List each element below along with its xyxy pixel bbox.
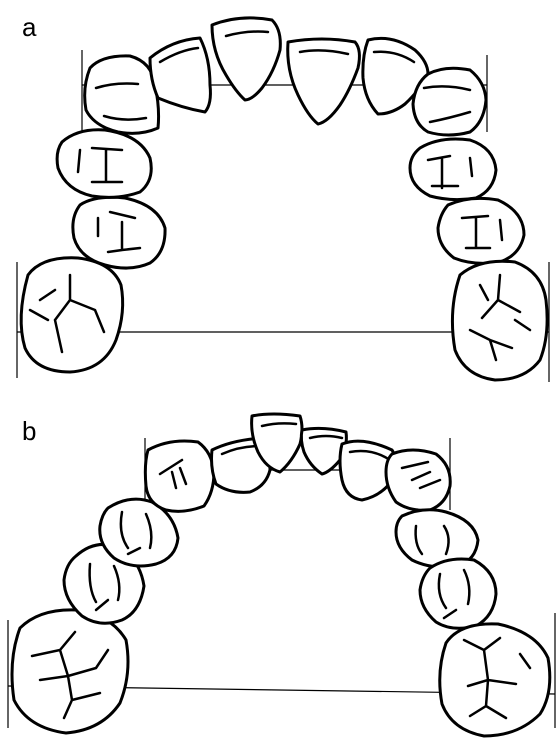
tooth-right-canine bbox=[411, 66, 488, 137]
canine-groove bbox=[158, 458, 188, 490]
tooth-left-canine bbox=[83, 54, 161, 135]
panel-a: a bbox=[16, 12, 550, 382]
premolar-groove bbox=[88, 562, 121, 612]
tooth-left-molar bbox=[19, 256, 125, 374]
premolar-groove bbox=[426, 154, 474, 190]
tooth-right-premolar-1 bbox=[408, 137, 498, 202]
tooth-right-central-incisor bbox=[299, 426, 348, 476]
dental-arch-narrow-diagram bbox=[7, 412, 556, 738]
canine-groove bbox=[94, 82, 148, 121]
tooth-right-premolar-2 bbox=[436, 196, 526, 265]
incisor-groove bbox=[224, 30, 270, 38]
tooth-left-lateral-incisor bbox=[148, 36, 212, 114]
canine-groove bbox=[400, 460, 442, 490]
incisor-groove bbox=[158, 46, 200, 64]
incisor-groove bbox=[298, 49, 350, 56]
tooth-left-premolar-2 bbox=[71, 195, 167, 270]
premolar-groove bbox=[96, 210, 142, 254]
tooth-right-molar bbox=[450, 259, 549, 382]
panel-b: b bbox=[0, 388, 557, 741]
panel-a-label: a bbox=[22, 12, 37, 42]
premolar-groove bbox=[76, 146, 124, 184]
incisor-groove bbox=[260, 422, 298, 428]
tooth-left-molar bbox=[10, 608, 130, 735]
panel-b-label: b bbox=[22, 416, 37, 446]
incisor-groove bbox=[372, 50, 416, 64]
incisor-groove bbox=[308, 434, 344, 440]
premolar-groove bbox=[414, 524, 450, 556]
incisor-groove bbox=[348, 449, 392, 462]
tooth-right-premolar-2 bbox=[418, 557, 498, 630]
tooth-right-central-incisor bbox=[286, 37, 361, 126]
tooth-right-lateral-incisor bbox=[361, 36, 430, 116]
premolar-groove bbox=[437, 568, 471, 620]
tooth-left-central-incisor bbox=[250, 412, 304, 474]
tooth-left-canine bbox=[143, 439, 216, 513]
molar-groove bbox=[462, 636, 532, 720]
premolar-groove bbox=[460, 214, 504, 250]
tooth-left-premolar-1 bbox=[55, 128, 153, 199]
molar-groove bbox=[468, 273, 532, 362]
dental-arch-wide-diagram bbox=[16, 16, 550, 382]
tooth-left-central-incisor bbox=[210, 16, 282, 102]
molar-groove bbox=[28, 273, 106, 354]
canine-groove bbox=[422, 85, 472, 124]
molar-groove bbox=[30, 630, 110, 720]
premolar-groove bbox=[119, 510, 153, 556]
